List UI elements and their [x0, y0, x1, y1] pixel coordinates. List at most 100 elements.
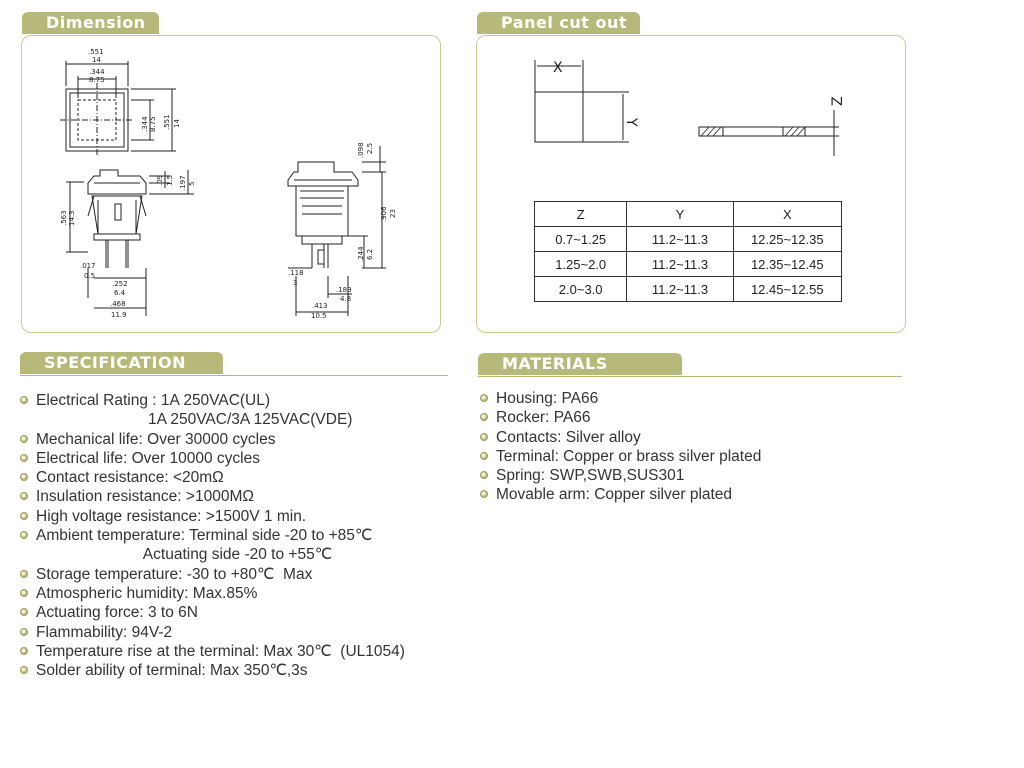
- dim-label: .563: [60, 210, 68, 226]
- dim-label: 1.5: [166, 175, 174, 186]
- list-item: Actuating force: 3 to 6N: [20, 603, 460, 622]
- dimension-panel: .551 14 .344 8.75 .344 8.75 .551 14 .09 …: [21, 35, 441, 333]
- dim-label: 8.75: [89, 76, 105, 84]
- dimension-tab: Dimension: [22, 12, 159, 34]
- table-header: Z: [533, 201, 628, 227]
- materials-tab: MATERIALS: [478, 353, 682, 375]
- table-header: Y: [626, 201, 734, 227]
- bullet-icon: [20, 453, 28, 462]
- list-item: Electrical life: Over 10000 cycles: [20, 449, 460, 468]
- materials-rule: [478, 376, 902, 377]
- spec-text: Ambient temperature: Terminal side -20 t…: [36, 527, 373, 545]
- dim-label: .118: [288, 269, 304, 277]
- dim-label: .09: [156, 175, 164, 186]
- dim-label: 8.75: [149, 116, 157, 132]
- bullet-icon: [20, 473, 28, 482]
- list-item: Contacts: Silver alloy: [480, 428, 900, 447]
- list-item: Contact resistance: <20mΩ: [20, 468, 460, 487]
- dim-label: 14: [92, 56, 101, 64]
- bullet-icon: [20, 569, 28, 578]
- spec-text: Actuating force: 3 to 6N: [36, 604, 198, 622]
- spec-text: Mechanical life: Over 30000 cycles: [36, 430, 276, 448]
- material-text: Terminal: Copper or brass silver plated: [496, 447, 762, 465]
- dim-label: 4.8: [340, 295, 351, 303]
- table-cell: 11.2~11.3: [626, 251, 734, 277]
- material-text: Spring: SWP,SWB,SUS301: [496, 467, 685, 485]
- dim-label: .468: [110, 300, 126, 308]
- dim-label: 2.5: [366, 143, 374, 154]
- table-row: 1.25~2.0 11.2~11.3 12.35~12.45: [533, 251, 843, 277]
- spec-text: Flammability: 94V-2: [36, 623, 173, 641]
- cutout-drawing: X Y Z: [534, 60, 846, 156]
- spec-text: Contact resistance: <20mΩ: [36, 469, 224, 487]
- table-cell: 11.2~11.3: [626, 276, 734, 302]
- table-header: X: [732, 201, 843, 227]
- spec-text: Atmospheric humidity: Max.85%: [36, 584, 258, 602]
- dim-label: .413: [312, 302, 328, 310]
- table-cell: 2.0~3.0: [533, 276, 628, 302]
- table-cell: 12.25~12.35: [732, 226, 843, 252]
- list-item: Ambient temperature: Terminal side -20 t…: [20, 526, 460, 565]
- table-cell: 11.2~11.3: [626, 226, 734, 252]
- dim-label: .344: [89, 68, 105, 76]
- material-text: Housing: PA66: [496, 390, 599, 407]
- bullet-icon: [20, 666, 28, 675]
- cutout-y-label: Y: [623, 117, 639, 127]
- spec-text: Temperature rise at the terminal: Max 30…: [36, 642, 405, 660]
- bullet-icon: [480, 413, 488, 422]
- bullet-icon: [20, 492, 28, 501]
- spec-subtext: 1A 250VAC/3A 125VAC(VDE): [36, 411, 353, 429]
- cutout-square: [534, 91, 584, 143]
- bullet-icon: [20, 511, 28, 520]
- dim-label: 14: [173, 119, 181, 128]
- bullet-icon: [20, 588, 28, 597]
- material-text: Contacts: Silver alloy: [496, 428, 641, 446]
- bullet-icon: [20, 646, 28, 655]
- bullet-icon: [480, 394, 488, 402]
- list-item: Flammability: 94V-2: [20, 623, 460, 642]
- dim-label: .017: [80, 262, 96, 270]
- list-item: Temperature rise at the terminal: Max 30…: [20, 642, 460, 661]
- list-item: Mechanical life: Over 30000 cycles: [20, 430, 460, 449]
- spec-text: Insulation resistance: >1000MΩ: [36, 488, 254, 506]
- list-item: Solder ability of terminal: Max 350℃,3s: [20, 661, 460, 680]
- list-item: Housing: PA66: [480, 389, 900, 408]
- dim-label: 6.2: [366, 249, 374, 260]
- material-text: Movable arm: Copper silver plated: [496, 486, 733, 504]
- specification-list: Electrical Rating : 1A 250VAC(UL) 1A 250…: [20, 391, 460, 680]
- list-item: Terminal: Copper or brass silver plated: [480, 447, 900, 466]
- spec-subtext: Actuating side -20 to +55℃: [36, 546, 333, 564]
- dim-label: .197: [179, 175, 187, 191]
- specification-tab: SPECIFICATION: [20, 352, 223, 374]
- dim-label: 23: [389, 209, 397, 218]
- list-item: Spring: SWP,SWB,SUS301: [480, 466, 900, 485]
- spec-text: Solder ability of terminal: Max 350℃,3s: [36, 662, 308, 680]
- list-item: High voltage resistance: >1500V 1 min.: [20, 507, 460, 526]
- spec-text: High voltage resistance: >1500V 1 min.: [36, 507, 307, 525]
- spec-text: Electrical life: Over 10000 cycles: [36, 449, 260, 467]
- dim-label: .244: [357, 246, 365, 262]
- list-item: Insulation resistance: >1000MΩ: [20, 487, 460, 506]
- bullet-icon: [480, 471, 488, 480]
- spec-text: Electrical Rating : 1A 250VAC(UL): [36, 392, 271, 409]
- material-text: Rocker: PA66: [496, 409, 591, 427]
- table-header-row: Z Y X: [533, 201, 843, 227]
- list-item: Rocker: PA66: [480, 408, 900, 427]
- dim-label: .906: [380, 206, 388, 222]
- table-row: 0.7~1.25 11.2~11.3 12.25~12.35: [533, 226, 843, 252]
- dim-label: .189: [336, 286, 352, 294]
- bullet-icon: [20, 396, 28, 404]
- dim-label: .551: [163, 114, 171, 130]
- dim-label: .252: [112, 280, 128, 288]
- dim-label: .551: [88, 48, 104, 56]
- bullet-icon: [20, 627, 28, 636]
- table-cell: 12.45~12.55: [732, 276, 843, 302]
- table-cell: 1.25~2.0: [533, 251, 628, 277]
- bullet-icon: [20, 608, 28, 617]
- table-cell: 0.7~1.25: [533, 226, 628, 252]
- bullet-icon: [20, 434, 28, 443]
- table-cell: 12.35~12.45: [732, 251, 843, 277]
- list-item: Storage temperature: -30 to +80℃ Max: [20, 565, 460, 584]
- dim-label: 0.5: [84, 272, 95, 280]
- panel-cutout-tab: Panel cut out: [477, 12, 640, 34]
